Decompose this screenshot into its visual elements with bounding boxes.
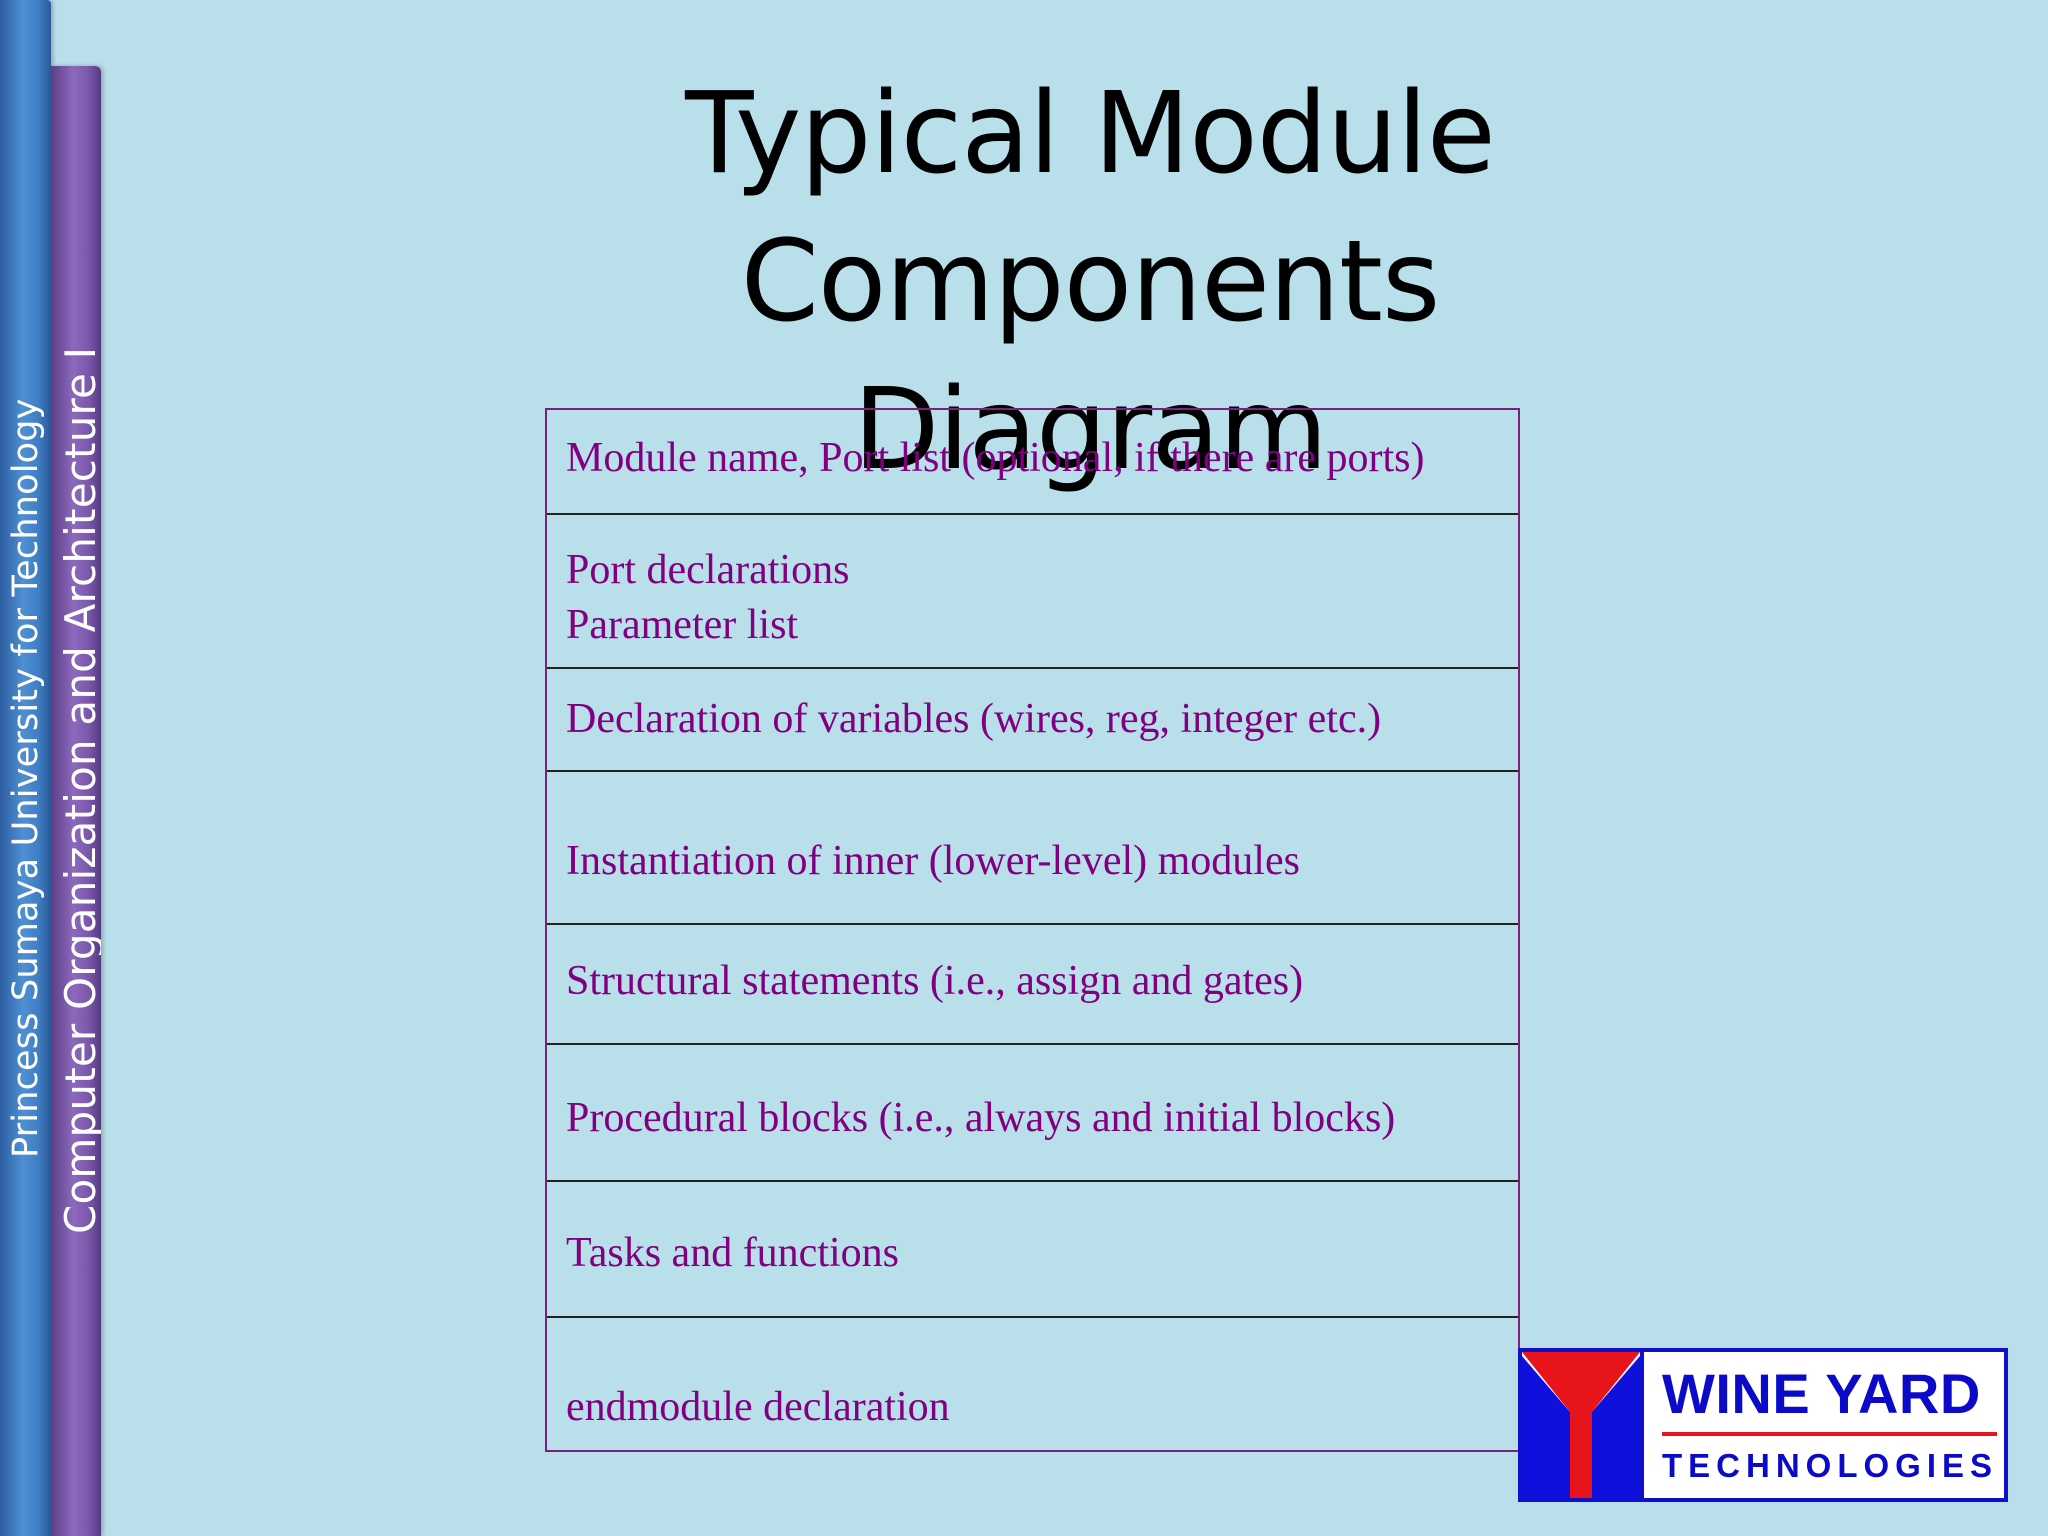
sidebar-purple-bar: Computer Organization and Architecture I	[51, 66, 101, 1536]
logo-name: WINE YARD	[1662, 1362, 1981, 1425]
slide-title: Typical Module Components Diagram	[330, 60, 1850, 504]
diagram-row-endmodule: endmodule declaration	[547, 1316, 1518, 1450]
diagram-row-port-declarations: Port declarations Parameter list	[547, 513, 1518, 667]
diagram-row-tasks-functions: Tasks and functions	[547, 1180, 1518, 1316]
row-text: Instantiation of inner (lower-level) mod…	[566, 838, 1300, 884]
logo-subtitle: TECHNOLOGIES	[1662, 1447, 1999, 1484]
logo-rule	[1662, 1432, 1997, 1436]
row-text: Port declarations	[566, 547, 850, 593]
row-text: Parameter list	[566, 602, 799, 648]
diagram-row-structural-statements: Structural statements (i.e., assign and …	[547, 923, 1518, 1043]
diagram-row-module-name: Module name, Port list (optional, if the…	[547, 410, 1518, 513]
diagram-row-instantiation: Instantiation of inner (lower-level) mod…	[547, 770, 1518, 923]
module-components-diagram: Module name, Port list (optional, if the…	[545, 408, 1520, 1452]
row-text: Procedural blocks (i.e., always and init…	[566, 1095, 1396, 1141]
diagram-row-procedural-blocks: Procedural blocks (i.e., always and init…	[547, 1043, 1518, 1180]
row-text: Declaration of variables (wires, reg, in…	[566, 696, 1382, 742]
row-text: Tasks and functions	[566, 1230, 900, 1276]
hourglass-logo-icon	[1522, 1352, 1640, 1498]
diagram-row-variable-declarations: Declaration of variables (wires, reg, in…	[547, 667, 1518, 770]
wine-yard-logo: WINE YARD TECHNOLOGIES	[1518, 1348, 2008, 1502]
row-text: Structural statements (i.e., assign and …	[566, 958, 1304, 1004]
course-name: Computer Organization and Architecture I	[56, 346, 101, 1234]
slide-title-line-2: Diagram	[853, 365, 1328, 495]
row-text: endmodule declaration	[566, 1384, 950, 1430]
slide-title-line-1: Typical Module Components	[685, 69, 1496, 347]
logo-divider	[1640, 1352, 1644, 1498]
row-text: Module name, Port list (optional, if the…	[566, 435, 1425, 481]
sidebar-blue-bar: Princess Sumaya University for Technolog…	[0, 0, 51, 1536]
university-name: Princess Sumaya University for Technolog…	[6, 398, 46, 1158]
